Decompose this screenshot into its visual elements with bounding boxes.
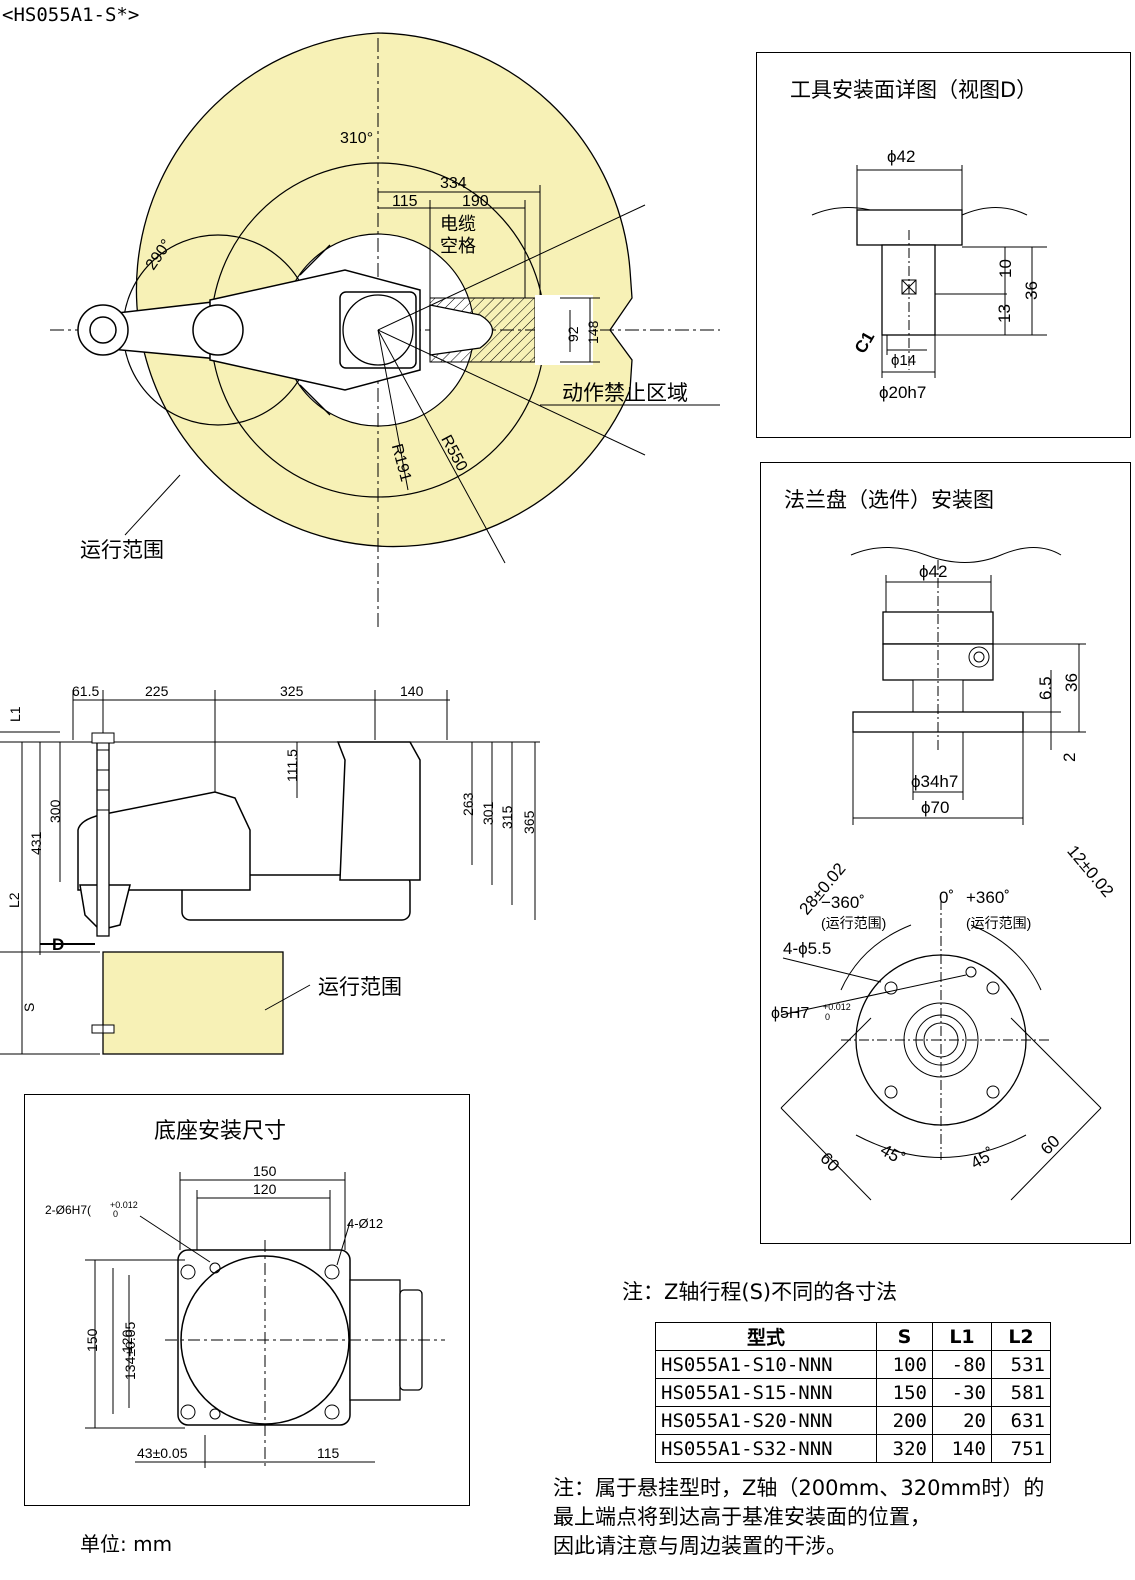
label-view-d: D [52, 935, 64, 954]
label-flange-36: 36 [1062, 673, 1081, 692]
label-phi70: ϕ70 [921, 798, 949, 817]
label-13: 13 [995, 304, 1014, 323]
label-flange-phi42: ϕ42 [919, 562, 947, 581]
flange-box-title: 法兰盘（选件）安装图 [784, 488, 994, 512]
top-view-diagram: 310° 290° 334 115 190 电缆 空格 92 148 动作禁止区… [50, 32, 720, 628]
label-310: 310° [340, 130, 373, 147]
label-43: 43±0.05 [137, 1445, 188, 1461]
table-row: HS055A1-S32-NNN 320 140 751 [655, 1434, 1051, 1463]
label-minus360: −360˚ [821, 893, 865, 912]
tool-detail-diagram: ϕ42 10 36 13 C1 ϕ14 ϕ20h7 [811, 147, 1047, 402]
base-mount-diagram: 150 120 2-Ø6H7( +0.012 0 4-Ø12 150 134±0… [45, 1163, 445, 1470]
bottom-note-3: 因此请注意与周边装置的干涉。 [553, 1534, 847, 1558]
label-263: 263 [460, 792, 476, 816]
label-forbidden: 动作禁止区域 [562, 382, 688, 405]
label-60-right: 60 [1037, 1132, 1064, 1159]
label-motion-range: 运行范围 [80, 539, 164, 562]
table-row: HS055A1-S10-NNN 100 -80 531 [655, 1350, 1051, 1379]
table-row: HS055A1-S20-NNN 200 20 631 [655, 1406, 1051, 1435]
tool-detail-box [756, 52, 1131, 438]
label-315: 315 [499, 805, 515, 829]
label-115: 115 [392, 193, 418, 210]
label-150v: 150 [84, 1328, 100, 1352]
table-header: 型式 S L1 L2 [655, 1322, 1051, 1351]
th-l1: L1 [932, 1322, 992, 1351]
tool-box-title: 工具安装面详图（视图D） [790, 78, 1038, 102]
bottom-note-1: 注：属于悬挂型时，Z轴（200mm、320mm时）的 [553, 1476, 1045, 1500]
label-range-right: (运行范围) [966, 915, 1031, 931]
label-36: 36 [1022, 281, 1041, 300]
label-6-5: 6.5 [1036, 676, 1055, 700]
label-cable-1: 电缆 [440, 214, 476, 234]
side-view-diagram: 61.5 225 325 140 L1 431 300 L2 S 111.5 2… [0, 683, 540, 1055]
label-10: 10 [996, 259, 1015, 278]
label-190: 190 [462, 193, 489, 210]
label-hole6-tol-bot: 0 [113, 1209, 118, 1219]
label-side-motion: 运行范围 [318, 976, 402, 999]
label-plus360: +360˚ [966, 888, 1010, 907]
label-phi14: ϕ14 [891, 352, 916, 369]
label-hole5-tol-top: +0.012 [823, 1002, 851, 1012]
table-note: 注：Z轴行程(S)不同的各寸法 [622, 1280, 898, 1304]
flange-diagram: ϕ42 6.5 36 2 ϕ34h7 ϕ70 28±0.02 12±0.02 −… [771, 547, 1117, 1201]
label-hole5: ϕ5H7 [771, 1005, 809, 1022]
label-l2: L2 [6, 892, 22, 908]
label-12: 12±0.02 [1063, 842, 1117, 901]
robot-column [336, 741, 421, 881]
th-s: S [876, 1322, 933, 1351]
label-cable-2: 空格 [440, 236, 476, 256]
label-134: 134±0.05 [122, 1321, 138, 1380]
label-92: 92 [565, 326, 581, 342]
label-150h: 150 [253, 1163, 277, 1179]
label-115-base: 115 [317, 1445, 340, 1461]
base-box-title: 底座安装尺寸 [154, 1119, 287, 1144]
side-motion-range [102, 951, 284, 1055]
label-45-right: 45˚ [967, 1144, 998, 1173]
label-60-left: 60 [816, 1149, 843, 1176]
label-phi42: ϕ42 [887, 147, 915, 166]
label-phi20: ϕ20h7 [879, 383, 926, 402]
label-zero: 0˚ [939, 888, 954, 907]
label-hole6: 2-Ø6H7( [45, 1203, 91, 1217]
robot-arm [77, 791, 251, 891]
label-hole4: 4-ϕ5.5 [783, 939, 831, 958]
th-model: 型式 [655, 1322, 877, 1351]
bottom-note-2: 最上端点将到达高于基准安装面的位置， [553, 1505, 931, 1529]
label-c1: C1 [851, 328, 878, 356]
label-hole6-tol-top: +0.012 [110, 1200, 138, 1210]
label-431: 431 [28, 831, 44, 855]
table-row: HS055A1-S15-NNN 150 -30 581 [655, 1378, 1051, 1407]
label-l1: L1 [7, 706, 23, 722]
label-111-5: 111.5 [284, 749, 300, 782]
label-s: S [21, 1003, 37, 1012]
label-hole5-tol-bot: 0 [825, 1012, 830, 1022]
label-hole12: 4-Ø12 [347, 1216, 383, 1231]
units-note: 单位: mm [80, 1532, 173, 1556]
label-225: 225 [145, 683, 169, 699]
label-120v: 120 [119, 1329, 135, 1353]
label-61-5: 61.5 [72, 683, 99, 699]
label-2: 2 [1060, 753, 1079, 762]
label-range-left: (运行范围) [821, 915, 886, 931]
label-300: 300 [47, 799, 63, 823]
label-120h: 120 [253, 1181, 277, 1197]
label-45-left: 45˚ [877, 1140, 908, 1169]
flange-box [760, 462, 1131, 1244]
label-140: 140 [400, 683, 424, 699]
label-325: 325 [280, 683, 304, 699]
label-334: 334 [440, 175, 467, 192]
z-shaft [96, 735, 110, 937]
label-301: 301 [480, 801, 496, 825]
base-mount-box [24, 1094, 470, 1506]
spec-table: 型式 S L1 L2 HS055A1-S10-NNN 100 -80 531 H… [655, 1322, 1051, 1463]
model-title: <HS055A1-S*> [2, 4, 140, 26]
label-148: 148 [585, 320, 601, 344]
th-l2: L2 [991, 1322, 1051, 1351]
label-phi34: ϕ34h7 [911, 772, 958, 791]
label-365: 365 [521, 810, 537, 834]
